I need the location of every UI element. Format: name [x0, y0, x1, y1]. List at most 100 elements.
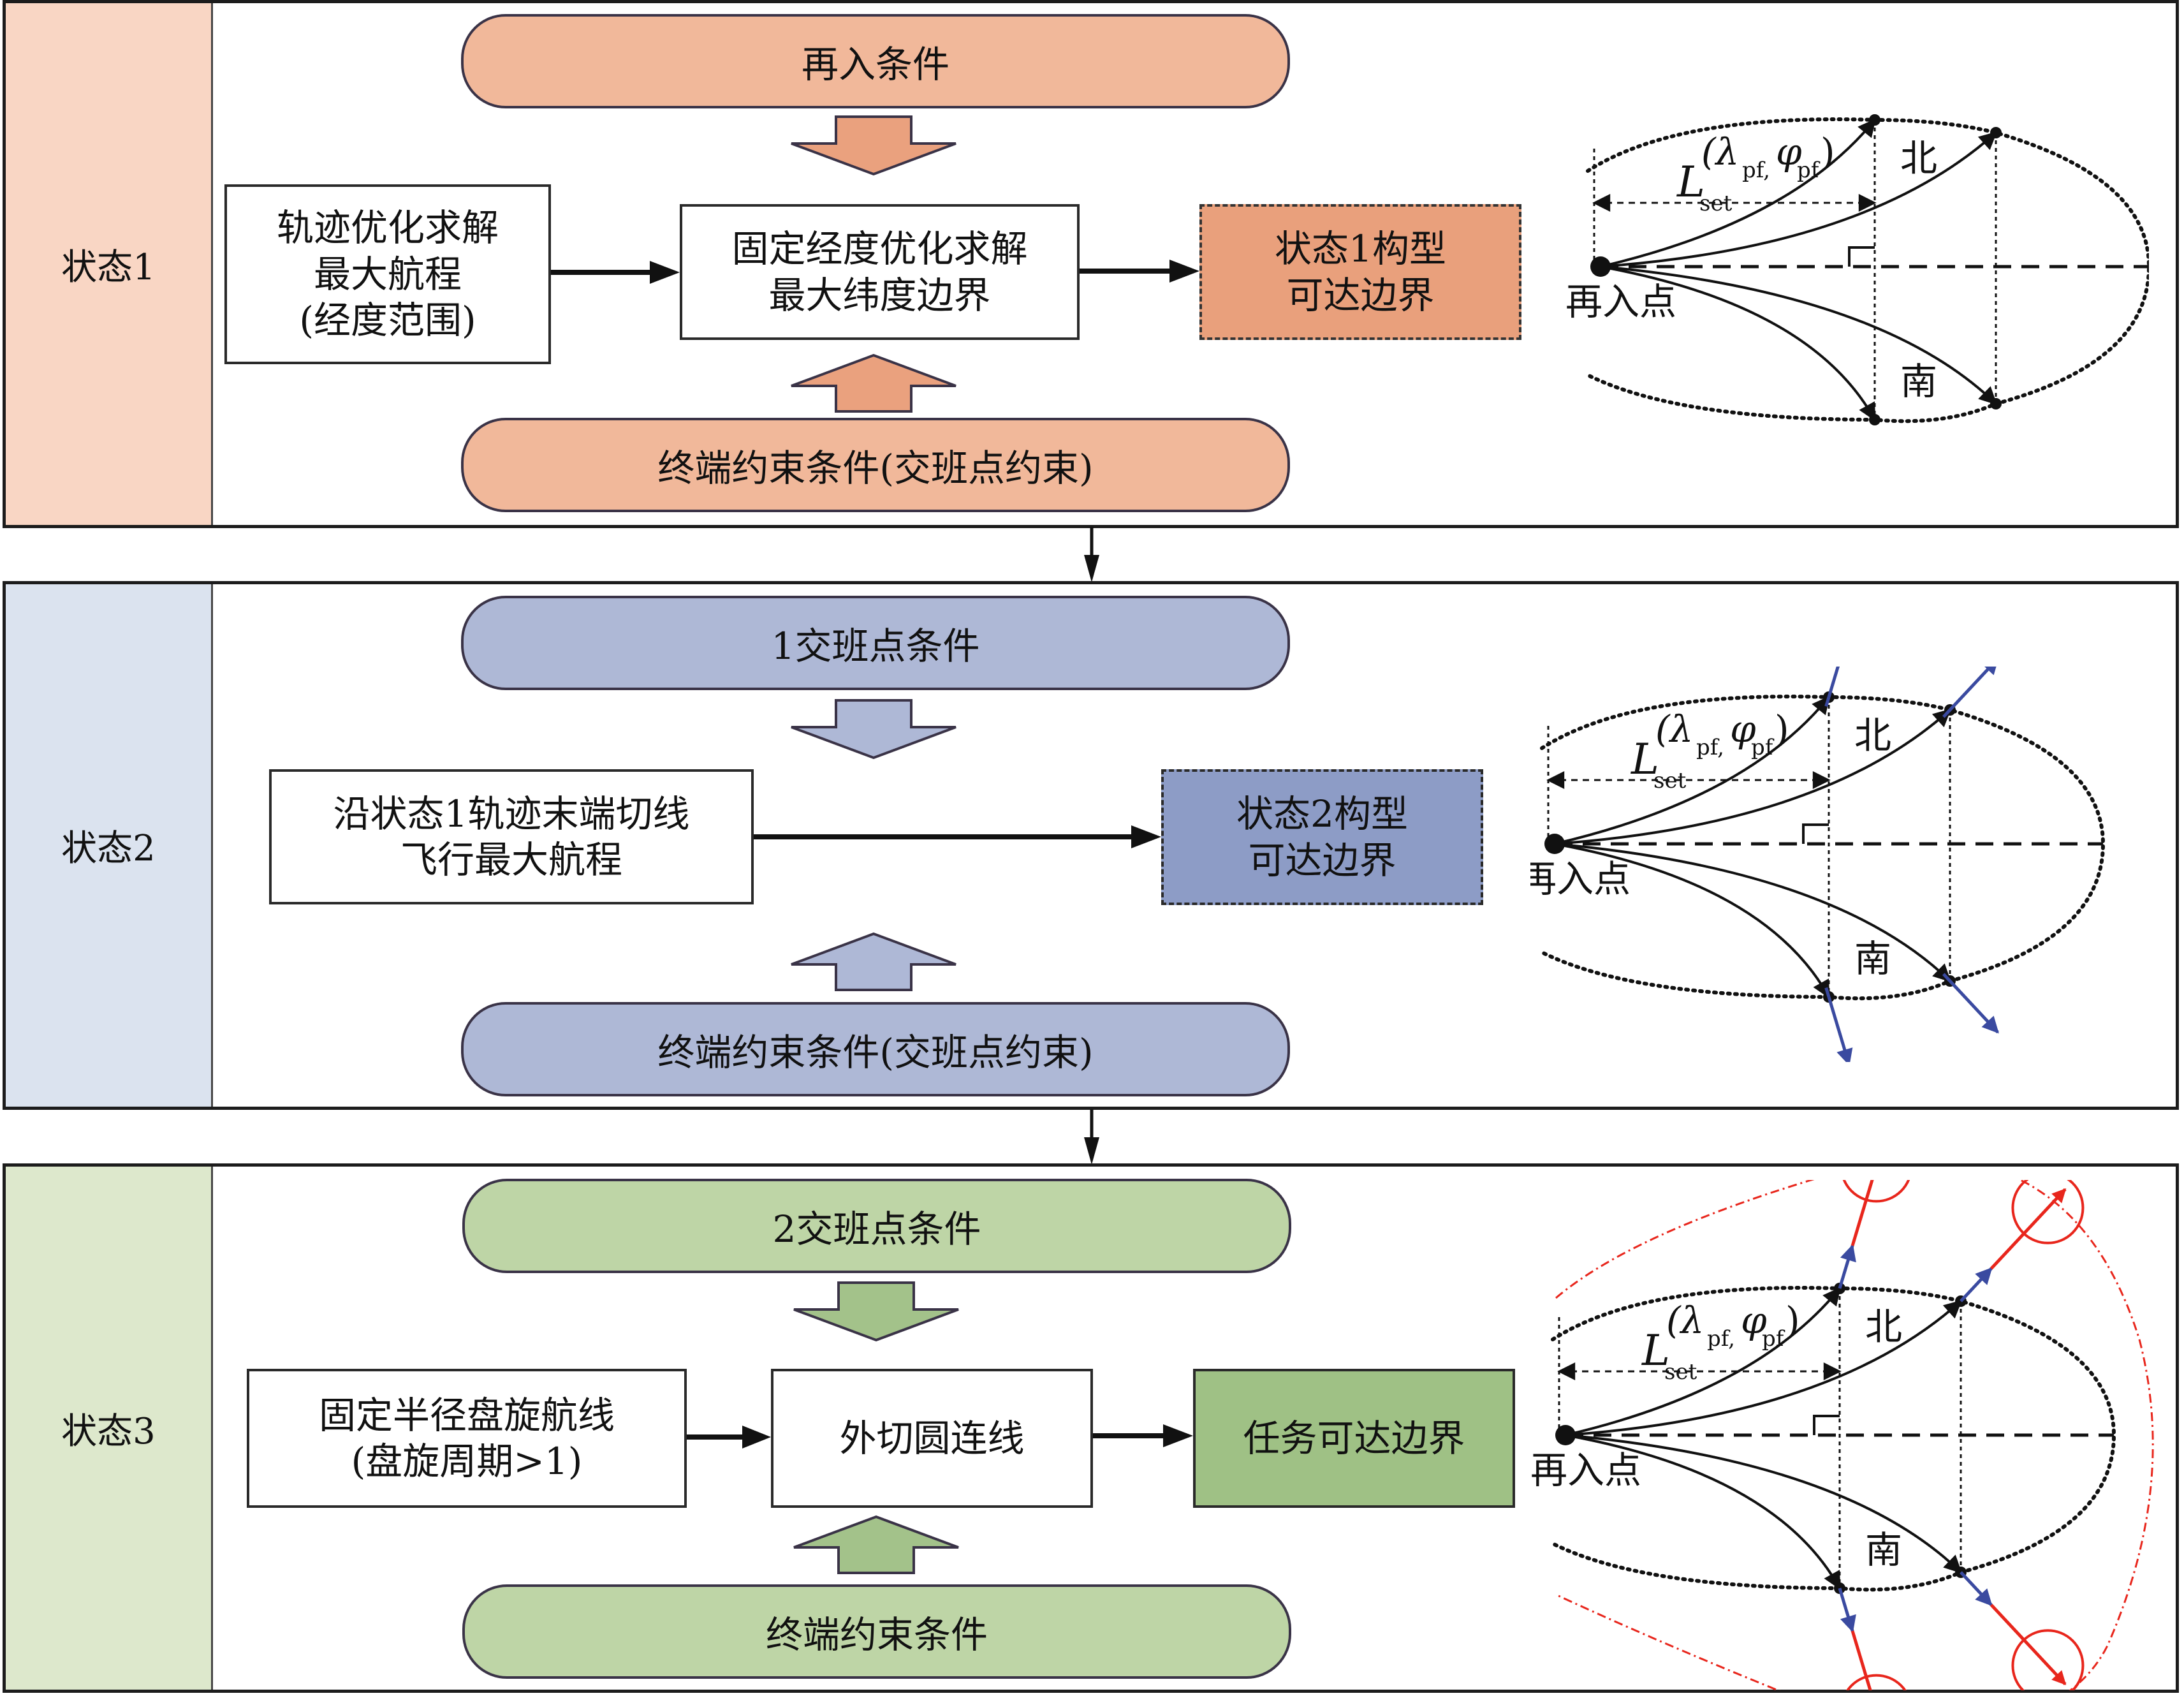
trajectory-north-near	[1600, 118, 1876, 268]
state2-bottom-condition-text: 终端约束条件(交班点约束)	[657, 1031, 1094, 1074]
state1-label: 状态1	[61, 246, 156, 288]
boundary-point	[1990, 398, 2002, 409]
state2-arrow-head	[1131, 825, 1161, 848]
state2-side-label: 状态2	[6, 584, 213, 1107]
state3-arrow-head-1	[742, 1426, 771, 1449]
state3-bottom-condition-text: 终端约束条件	[765, 1613, 988, 1656]
state1-step2-text: 固定经度优化求解 最大纬度边界	[731, 227, 1028, 317]
state3-arrow-head-2	[1163, 1424, 1193, 1447]
reentry-label: 再入点	[1530, 857, 1631, 901]
reentry-point	[1555, 1425, 1576, 1445]
trajectory-south-near	[1565, 1434, 1841, 1590]
reentry-label: 再入点	[1565, 280, 1676, 323]
coord-phi-sub: pf	[1762, 1326, 1785, 1352]
state1-down-block-arrow	[791, 115, 956, 176]
state3-step2-box: 外切圆连线	[771, 1369, 1093, 1508]
coord-phi-sub: pf	[1751, 735, 1775, 760]
trajectory-north-far	[1565, 1300, 1963, 1436]
loiter-circle	[2011, 1629, 2085, 1690]
state2-step1-text: 沿状态1轨迹末端切线 飞行最大航程	[333, 792, 690, 882]
boundary-point	[1869, 114, 1880, 126]
reentry-point	[1544, 834, 1565, 854]
state1-step2-box: 固定经度优化求解 最大纬度边界	[680, 204, 1080, 340]
state3-step1-box: 固定半径盘旋航线 (盘旋周期>1)	[247, 1369, 687, 1508]
lset-symbol: L	[1631, 735, 1659, 784]
state2-result-text: 状态2构型 可达边界	[1236, 792, 1408, 882]
tangent-arrow	[1827, 667, 1840, 698]
coord-close: )	[1775, 707, 1789, 751]
state3-label: 状态3	[61, 1410, 156, 1452]
coord-phi: φ	[1741, 1299, 1767, 1342]
state1-step1-box: 轨迹优化求解 最大航程 (经度范围)	[224, 184, 551, 364]
reachable-boundary-ellipse	[1551, 1286, 2116, 1592]
coord-phi-sub: pf	[1797, 158, 1821, 183]
loiter-arrow	[1851, 1180, 1874, 1246]
loiter-arrow	[1990, 1604, 2067, 1686]
tangent-arrow	[1827, 996, 1853, 1062]
lset-subscript: set	[1653, 768, 1687, 793]
state2-top-condition: 1交班点条件	[461, 596, 1290, 690]
reachable-boundary-ellipse	[1540, 695, 2106, 1001]
lset-symbol: L	[1676, 158, 1705, 207]
tangent-arrow	[1838, 1588, 1856, 1633]
south-label: 南	[1900, 360, 1937, 403]
state3-bottom-condition: 终端约束条件	[462, 1584, 1291, 1679]
state1-result-box: 状态1构型 可达边界	[1199, 204, 1521, 340]
reentry-point	[1590, 256, 1611, 277]
tangent-arrow	[1949, 667, 1999, 711]
connector-1-2-arrow	[1084, 555, 1099, 582]
state2-label: 状态2	[61, 828, 156, 869]
state2-result-box: 状态2构型 可达边界	[1161, 769, 1483, 905]
state1-top-condition: 再入条件	[461, 14, 1290, 108]
tangent-stub	[1824, 697, 1831, 707]
coord-lambda-sub: pf,	[1707, 1326, 1735, 1352]
trajectory-south-near	[1600, 265, 1876, 422]
trajectory-north-near	[1565, 1287, 1841, 1436]
state1-panel: 状态1 再入条件 轨迹优化求解 最大航程 (经度范围) 固定经度优化求解 最大纬…	[3, 0, 2179, 528]
coord-lambda: (λ	[1701, 130, 1739, 173]
state2-step1-box: 沿状态1轨迹末端切线 飞行最大航程	[269, 769, 754, 904]
state3-panel: 状态3 2交班点条件 固定半径盘旋航线 (盘旋周期>1) 外切圆连线 任务可达边…	[3, 1163, 2179, 1693]
coord-lambda: (λ	[1666, 1299, 1704, 1342]
connector-2-3-arrow	[1084, 1137, 1099, 1165]
state3-flow-arrows	[687, 1281, 1193, 1574]
state2-flow-arrows	[754, 699, 1161, 991]
reachable-boundary-ellipse	[1586, 117, 2149, 424]
north-label: 北	[1854, 714, 1891, 757]
coord-lambda-sub: pf,	[1742, 158, 1770, 183]
coord-close: )	[1821, 130, 1835, 173]
coord-lambda: (λ	[1655, 707, 1693, 751]
lset-subscript: set	[1699, 191, 1733, 216]
right-angle-mark	[1848, 246, 1875, 267]
north-label: 北	[1865, 1305, 1902, 1348]
state3-top-condition-text: 2交班点条件	[772, 1207, 981, 1251]
mission-reach-envelope	[1555, 1180, 2154, 1690]
loiter-circle	[2011, 1180, 2085, 1244]
trajectory-north-far	[1554, 709, 1952, 845]
lset-subscript: set	[1664, 1359, 1697, 1385]
state3-top-condition: 2交班点条件	[462, 1179, 1291, 1273]
loiter-circle	[1846, 1674, 1907, 1690]
right-angle-mark	[1813, 1415, 1840, 1435]
state3-side-label: 状态3	[6, 1167, 213, 1690]
state1-arrow-head-1	[650, 261, 680, 284]
reentry-label: 再入点	[1530, 1449, 1641, 1492]
state1-step1-text: 轨迹优化求解 最大航程 (经度范围)	[276, 206, 499, 343]
loiter-circle	[1842, 1180, 1910, 1203]
tangent-stub	[1942, 709, 1951, 718]
tangent-arrow	[1838, 1244, 1856, 1289]
state1-bottom-condition-text: 终端约束条件(交班点约束)	[657, 446, 1094, 490]
state3-step2-text: 外切圆连线	[839, 1416, 1025, 1460]
state1-result-text: 状态1构型 可达边界	[1275, 227, 1446, 317]
boundary-point	[1869, 414, 1880, 425]
south-label: 南	[1854, 937, 1891, 980]
state1-bottom-condition: 终端约束条件(交班点约束)	[461, 418, 1290, 512]
state2-up-block-arrow	[791, 932, 956, 991]
tangent-arrow	[1960, 1267, 1993, 1302]
